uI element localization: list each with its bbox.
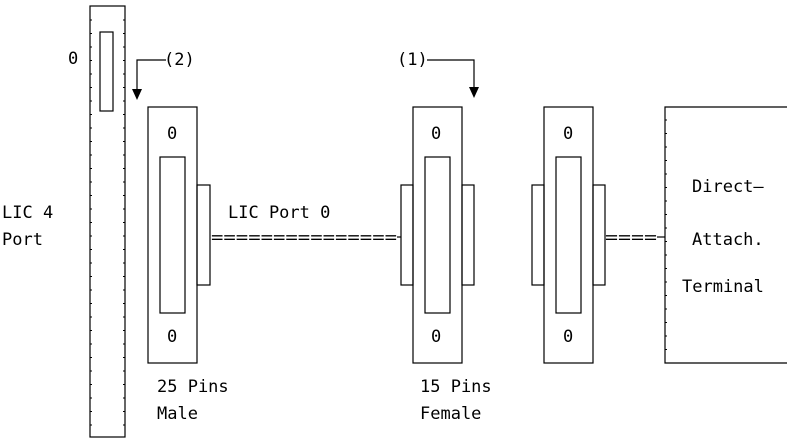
connector-a-bottom-pin: 0 (167, 327, 177, 347)
cable-long: =============== (211, 228, 397, 248)
cable-label: LIC Port 0 (228, 203, 330, 223)
terminal-line3: Terminal (682, 277, 764, 297)
cable-short: ==== (605, 228, 657, 248)
lic-label-line2: Port (2, 230, 43, 250)
connector-b-top-pin: 0 (431, 124, 441, 144)
connector-b-label-line2: Female (420, 404, 481, 424)
callout-2-arrow (132, 59, 166, 100)
connector-c-top-pin: 0 (563, 124, 573, 144)
connector-terminal-side (531, 106, 606, 364)
connector-a-label-line1: 25 Pins (157, 377, 229, 397)
lic-label-line1: LIC 4 (2, 203, 53, 223)
lic-port-card (89, 5, 126, 438)
connector-a-label-line2: Male (157, 404, 198, 424)
callout-1-label: (1) (397, 50, 428, 70)
connector-25-pin-male (147, 106, 211, 364)
callout-2-label: (2) (164, 50, 195, 70)
connector-b-label-line1: 15 Pins (420, 377, 492, 397)
connector-15-pin-female (400, 106, 475, 364)
connector-a-top-pin: 0 (167, 124, 177, 144)
terminal-line1: Direct— (692, 177, 764, 197)
terminal-line2: Attach. (692, 230, 764, 250)
connector-c-bottom-pin: 0 (563, 327, 573, 347)
direct-attach-terminal (664, 106, 787, 364)
lic-port-slot (99, 31, 114, 112)
lic-port-zero-label: 0 (68, 49, 78, 69)
callout-1-arrow (427, 59, 479, 98)
connector-b-bottom-pin: 0 (431, 327, 441, 347)
